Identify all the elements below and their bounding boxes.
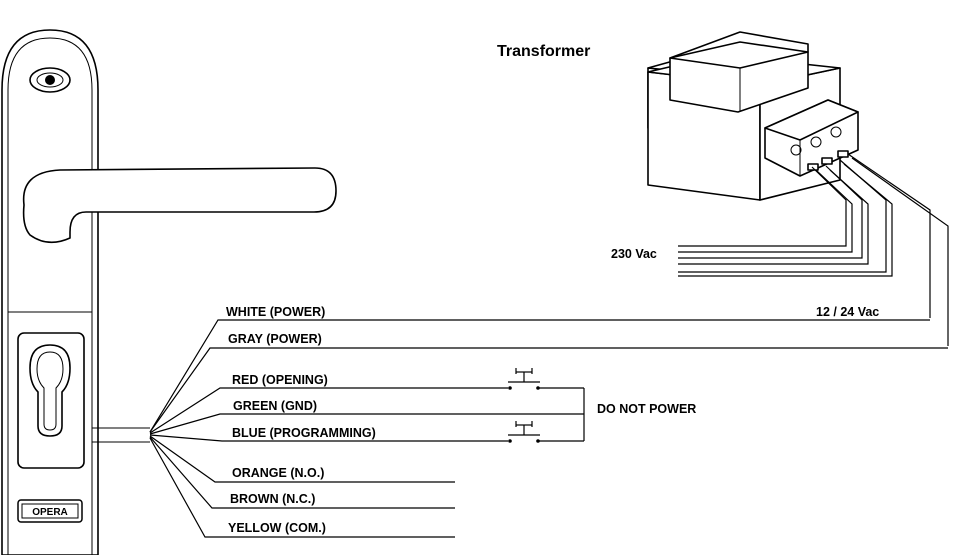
low-voltage-label: 12 / 24 Vac [816, 305, 879, 319]
wire-label-brown: BROWN (N.C.) [230, 492, 315, 506]
opera-logo-text: OPERA [32, 507, 68, 518]
harness-wires [149, 319, 948, 538]
wire-green [149, 413, 584, 435]
door-handle-lock: OPERA [1, 29, 337, 555]
key-reader-icon [29, 67, 71, 93]
do-not-power-label: DO NOT POWER [597, 402, 696, 416]
opening-switch [508, 368, 584, 390]
wire-brown [149, 436, 455, 509]
wire-label-gray: GRAY (POWER) [228, 332, 322, 346]
wire-label-blue: BLUE (PROGRAMMING) [232, 426, 376, 440]
wire-label-green: GREEN (GND) [233, 399, 317, 413]
wire-label-red: RED (OPENING) [232, 373, 328, 387]
opera-logo: OPERA [17, 499, 83, 523]
low-voltage-wiring [847, 153, 949, 346]
mains-wiring [678, 159, 893, 277]
wire-blue [149, 434, 508, 442]
wire-yellow [149, 437, 455, 538]
wire-gray [149, 347, 948, 433]
wire-label-white: WHITE (POWER) [226, 305, 325, 319]
transformer-unit [647, 31, 859, 201]
transformer-title: Transformer [497, 43, 590, 60]
programming-switch [508, 421, 584, 443]
wire-orange [149, 435, 455, 483]
wire-red [149, 387, 508, 434]
wire-white [149, 319, 930, 433]
mains-voltage-label: 230 Vac [611, 247, 657, 261]
cylinder-lock-icon [17, 332, 85, 469]
wire-label-yellow: YELLOW (COM.) [228, 521, 326, 535]
wire-label-orange: ORANGE (N.O.) [232, 466, 324, 480]
